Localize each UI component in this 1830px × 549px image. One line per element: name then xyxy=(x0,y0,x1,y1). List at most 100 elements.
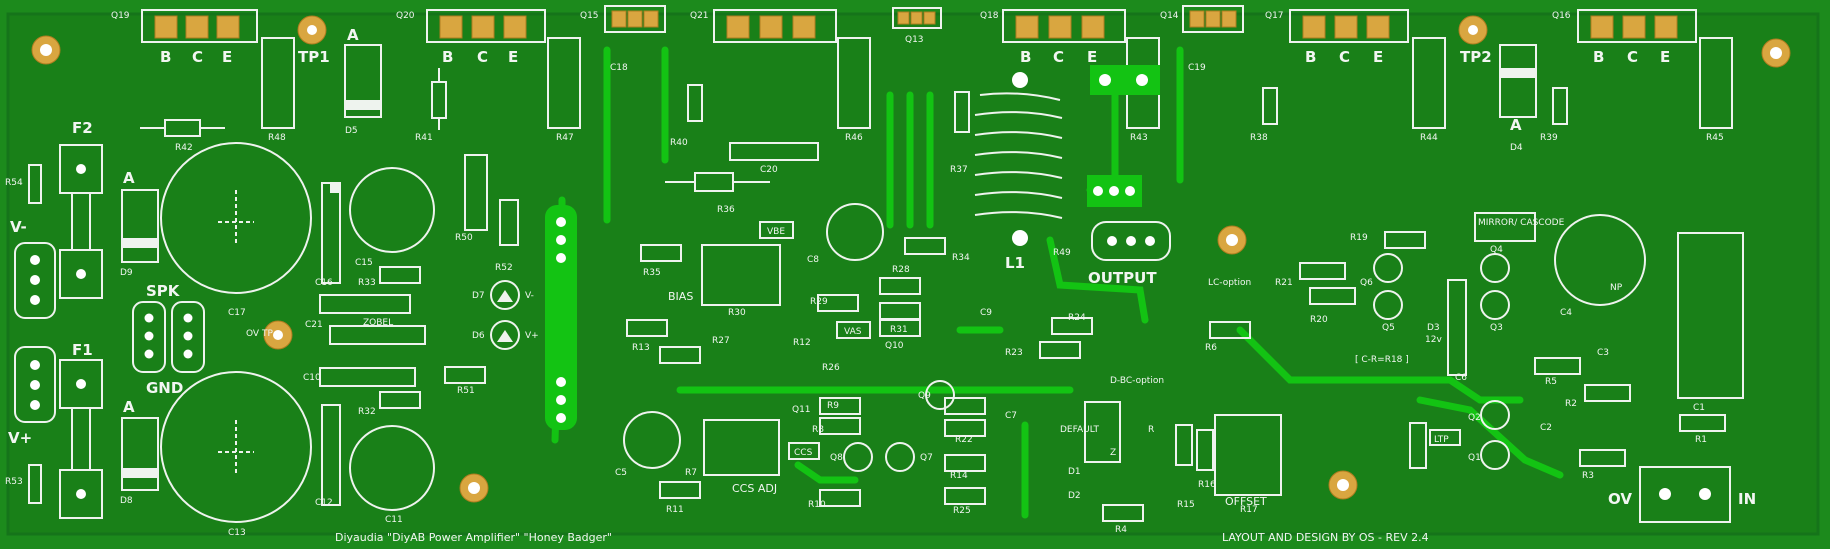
label-c8: C8 xyxy=(807,255,819,265)
label-r16: R16 xyxy=(1198,480,1216,490)
label-l1: L1 xyxy=(1005,254,1025,272)
label-r6: R6 xyxy=(1205,343,1217,353)
label-r21: R21 xyxy=(1275,278,1293,288)
label-r9: R9 xyxy=(827,401,839,411)
label-c10: C10 xyxy=(303,373,321,383)
output-connector xyxy=(1087,65,1171,261)
label-e: E xyxy=(222,48,232,66)
label-r54: R54 xyxy=(5,178,23,188)
label-c21: C21 xyxy=(305,320,323,330)
label-d4: D4 xyxy=(1510,143,1523,153)
label-r53: R53 xyxy=(5,477,23,487)
label-zobel: ZOBEL xyxy=(363,318,393,328)
label-q16: Q16 xyxy=(1552,11,1571,21)
label-anode: A xyxy=(123,169,135,187)
label-r8: R8 xyxy=(812,425,824,435)
label-c3: C3 xyxy=(1597,348,1609,358)
label-r1: R1 xyxy=(1695,435,1707,445)
label-b: B xyxy=(1593,48,1604,66)
label-q2: Q2 xyxy=(1468,413,1481,423)
label-e: E xyxy=(508,48,518,66)
label-q1: Q1 xyxy=(1468,453,1481,463)
label-anode: A xyxy=(1510,116,1522,134)
transistor-q19 xyxy=(141,9,258,43)
label-c6: C6 xyxy=(1455,373,1467,383)
label-r15: R15 xyxy=(1177,500,1195,510)
input-connector-header xyxy=(1677,232,1744,399)
label-r4: R4 xyxy=(1115,525,1127,535)
label-e: E xyxy=(1373,48,1383,66)
label-r25: R25 xyxy=(953,506,971,516)
label-r17: R17 xyxy=(1240,505,1258,515)
label-lc-option: LC-option xyxy=(1208,278,1251,288)
label-c: C xyxy=(1627,48,1638,66)
small-transistors xyxy=(843,253,1510,472)
transistor-q18 xyxy=(1002,9,1126,43)
label-vas: VAS xyxy=(844,327,862,337)
label-r14: R14 xyxy=(950,471,968,481)
label-q9: Q9 xyxy=(918,391,931,401)
label-r28: R28 xyxy=(892,265,910,275)
label-c12: C12 xyxy=(315,498,333,508)
label-r13: R13 xyxy=(632,343,650,353)
label-bias: BIAS xyxy=(668,290,693,303)
label-vminus: V- xyxy=(10,218,27,236)
vbe-box xyxy=(759,221,794,239)
label-c: C xyxy=(1053,48,1064,66)
label-c11: C11 xyxy=(385,515,403,525)
label-r51: R51 xyxy=(457,386,475,396)
label-d8: D8 xyxy=(120,496,133,506)
label-r11: R11 xyxy=(666,505,684,515)
bias-trimmer xyxy=(701,244,781,306)
cap-c15 xyxy=(349,167,435,253)
label-vbe: VBE xyxy=(767,227,785,237)
cap-c8 xyxy=(826,203,884,261)
label-r23: R23 xyxy=(1005,348,1023,358)
label-anode: A xyxy=(123,398,135,416)
cap-c5 xyxy=(623,411,681,469)
label-b: B xyxy=(1020,48,1031,66)
label-r45: R45 xyxy=(1706,133,1724,143)
label-q19: Q19 xyxy=(111,11,130,21)
label-spk: SPK xyxy=(146,282,181,300)
output-transistors xyxy=(141,5,1697,43)
label-d5: D5 xyxy=(345,126,358,136)
left-power-section xyxy=(14,44,1537,523)
transistor-q16 xyxy=(1577,9,1697,43)
label-c9: C9 xyxy=(980,308,992,318)
label-q18: Q18 xyxy=(980,11,999,21)
label-q3: Q3 xyxy=(1490,323,1503,333)
label-b: B xyxy=(160,48,171,66)
transistor-q21 xyxy=(713,9,837,43)
center-header xyxy=(545,205,577,430)
label-gnd: GND xyxy=(146,379,183,397)
label-r37: R37 xyxy=(950,165,968,175)
label-b: B xyxy=(442,48,453,66)
label-12v: 12v xyxy=(1425,335,1442,345)
label-r52: R52 xyxy=(495,263,513,273)
label-d6: D6 xyxy=(472,331,485,341)
label-r19: R19 xyxy=(1350,233,1368,243)
label-r3: R3 xyxy=(1582,471,1594,481)
label-c: C xyxy=(192,48,203,66)
label-q7: Q7 xyxy=(920,453,933,463)
label-mirror: MIRROR/ CASCODE xyxy=(1478,218,1565,228)
ltp-box xyxy=(1429,429,1461,446)
label-c19: C19 xyxy=(1188,63,1206,73)
label-d1: D1 xyxy=(1068,467,1081,477)
label-r-select: R xyxy=(1148,425,1154,435)
label-c: C xyxy=(477,48,488,66)
label-d7: D7 xyxy=(472,291,485,301)
label-in: IN xyxy=(1738,490,1756,508)
label-r34: R34 xyxy=(952,253,970,263)
label-c17: C17 xyxy=(228,308,246,318)
label-ov-tp: OV TP xyxy=(246,329,273,339)
label-r20: R20 xyxy=(1310,315,1328,325)
label-c1: C1 xyxy=(1693,403,1705,413)
label-q17: Q17 xyxy=(1265,11,1284,21)
label-c: C xyxy=(1339,48,1350,66)
label-q21: Q21 xyxy=(690,11,709,21)
resistor-glyphs xyxy=(28,68,1726,522)
